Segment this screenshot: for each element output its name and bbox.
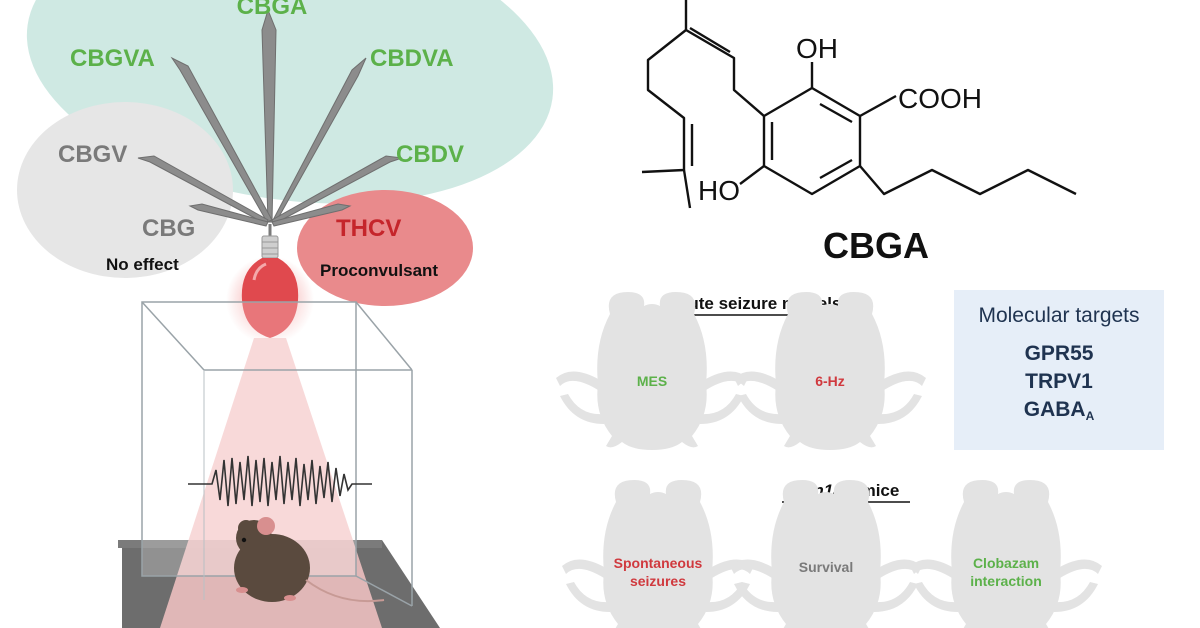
molecule-name: CBGA bbox=[823, 225, 929, 266]
atom-oh: OH bbox=[796, 33, 838, 64]
target-gpr55: GPR55 bbox=[1025, 342, 1094, 365]
label-cbg: CBG bbox=[142, 215, 195, 242]
atom-cooh: COOH bbox=[898, 83, 982, 114]
label-thcv: THCV bbox=[336, 215, 401, 242]
cannabis-leaf-icon bbox=[137, 8, 403, 238]
light-bulb-icon bbox=[226, 235, 314, 344]
mouse-silhouette-spontaneous bbox=[562, 480, 754, 628]
targets-title: Molecular targets bbox=[978, 304, 1139, 327]
mouse-label-mes: MES bbox=[637, 373, 667, 389]
label-cbga: CBGA bbox=[237, 0, 308, 20]
label-cbdva: CBDVA bbox=[370, 45, 454, 72]
label-cbdv: CBDV bbox=[396, 141, 464, 168]
gray-ellipse bbox=[17, 102, 233, 278]
label-cbgva: CBGVA bbox=[70, 45, 155, 72]
mouse-label-6hz: 6-Hz bbox=[815, 373, 845, 389]
target-trpv1: TRPV1 bbox=[1025, 370, 1093, 393]
mouse-icon bbox=[234, 517, 385, 603]
eeg-trace bbox=[188, 455, 372, 507]
atom-ho: HO bbox=[698, 175, 740, 206]
mouse-silhouette-clobazam bbox=[910, 480, 1102, 628]
target-gaba: GABAA bbox=[1024, 398, 1095, 423]
cbga-structure bbox=[641, 0, 1077, 209]
cannabinoid-ellipses bbox=[17, 0, 554, 306]
red-ellipse bbox=[297, 190, 473, 306]
molecular-targets-panel bbox=[954, 290, 1164, 450]
label-proconvulsant: Proconvulsant bbox=[320, 261, 438, 280]
light-beam bbox=[160, 338, 382, 628]
label-cbgv: CBGV bbox=[58, 141, 127, 168]
mouse-label-survival: Survival bbox=[799, 559, 853, 575]
label-no-effect: No effect bbox=[106, 255, 179, 274]
